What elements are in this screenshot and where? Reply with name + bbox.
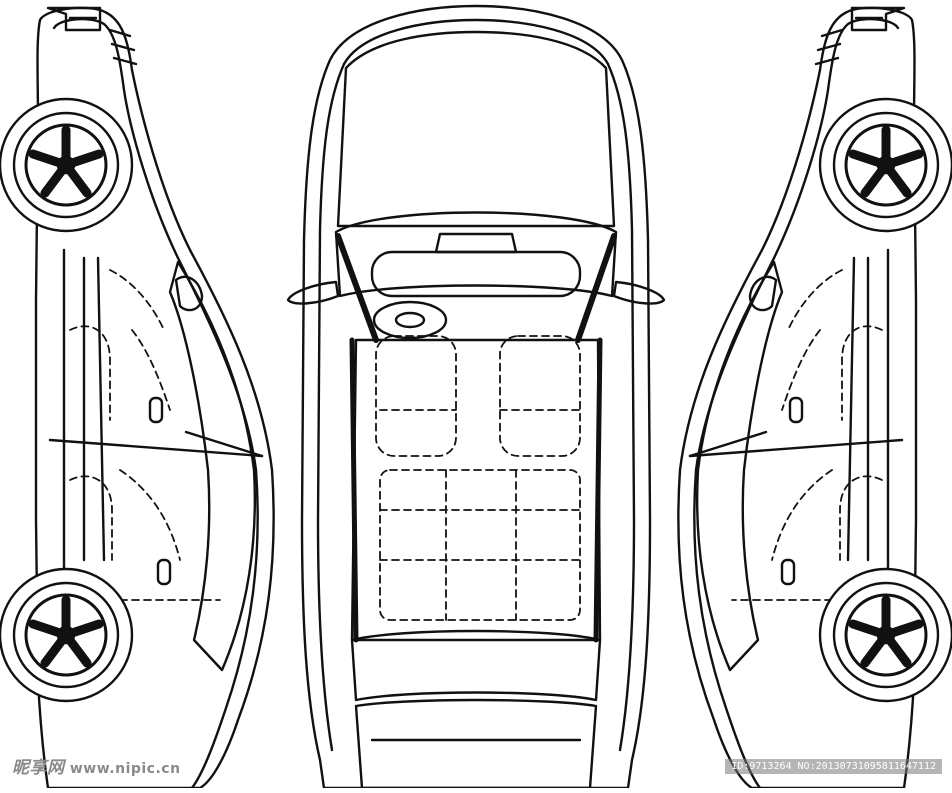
top-steering-wheel [372, 300, 448, 340]
right-front-wheel [818, 97, 952, 233]
top-trunk [354, 698, 598, 790]
left-front-wheel [0, 97, 134, 233]
right-car-body-outline [677, 6, 918, 790]
right-car-inner-outline [693, 17, 900, 790]
right-window [695, 260, 784, 672]
right-dashed-seat-front [781, 269, 883, 421]
top-rear-window [350, 629, 602, 702]
left-dashed-seat-rear [69, 469, 221, 601]
left-car-body-outline [34, 6, 275, 790]
site-brand-text: 昵享网 [12, 758, 65, 778]
left-dashed-seat-front [69, 269, 171, 421]
left-side-view [0, 6, 275, 790]
top-car-body-outline [300, 4, 652, 790]
left-grille [108, 28, 138, 66]
site-watermark: 昵享网 www.nipic.cn [12, 753, 181, 778]
top-windshield [334, 211, 618, 298]
top-left-a-pillar [335, 233, 379, 343]
site-url-text: www.nipic.cn [69, 761, 181, 777]
left-mirror [174, 275, 204, 312]
top-view [286, 4, 666, 790]
left-rear-door-handle [156, 558, 172, 586]
left-b-pillar [184, 430, 264, 458]
right-b-pillar [688, 430, 768, 458]
right-mirror [748, 275, 778, 312]
left-window [168, 260, 257, 672]
image-id-watermark: ID:9713264 NO:20130731095811647112 [725, 759, 942, 774]
top-car-inner-outline-2 [316, 62, 346, 752]
top-cabin-frame [350, 338, 602, 642]
top-rear-view-mirror [434, 232, 518, 254]
right-rear-wheel [818, 567, 952, 703]
left-rear-wheel [0, 567, 134, 703]
right-dashed-seat-rear [731, 469, 883, 601]
right-rear-door-handle [780, 558, 796, 586]
left-car-inner-outline [52, 17, 259, 790]
right-front-door-handle [788, 396, 804, 424]
right-front-bumper [850, 6, 906, 32]
left-front-bumper [46, 6, 102, 32]
right-side-view [677, 6, 952, 790]
top-dashboard [370, 250, 582, 298]
left-door-line-1 [48, 438, 264, 458]
top-right-a-pillar [575, 233, 617, 343]
top-left-mirror [286, 280, 340, 305]
right-door-line-1 [688, 438, 904, 458]
top-car-inner-outline [342, 18, 636, 752]
top-hood [336, 30, 616, 228]
top-right-b-pillar [593, 337, 603, 643]
top-steering-hub [394, 311, 426, 329]
left-door-line-3 [96, 256, 106, 562]
right-door-line-3 [846, 256, 856, 562]
top-left-b-pillar [349, 337, 359, 643]
left-front-door-handle [148, 396, 164, 424]
right-grille [814, 28, 844, 66]
top-dashed-seats [375, 335, 581, 621]
top-right-mirror [612, 280, 666, 305]
